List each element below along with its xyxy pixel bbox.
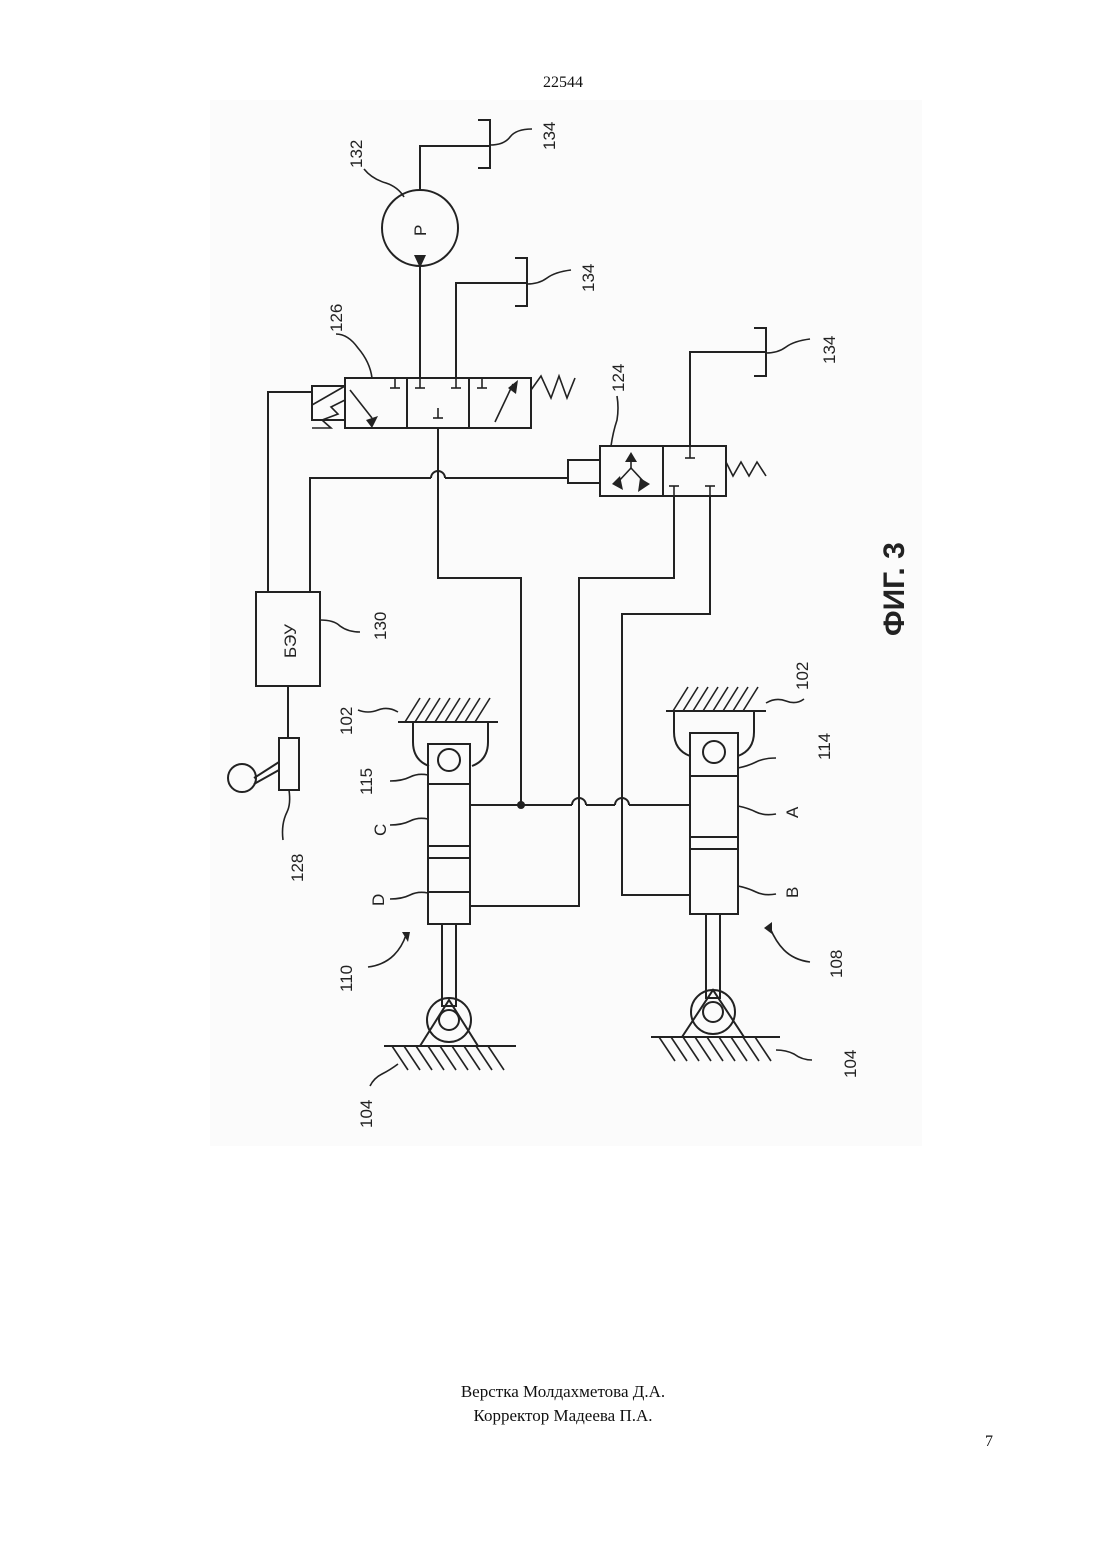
- joystick-base: [279, 738, 299, 790]
- label-102-left: 102: [337, 707, 356, 735]
- label-108: 108: [827, 950, 846, 978]
- figure-caption: ФИГ. 3: [878, 542, 911, 636]
- label-104-left: 104: [357, 1100, 376, 1128]
- label-chamber-b: B: [783, 887, 802, 898]
- label-102-right: 102: [793, 662, 812, 690]
- control-unit-label: БЭУ: [281, 624, 300, 658]
- label-124: 124: [609, 364, 628, 392]
- layout-credit: Верстка Молдахметова Д.А.: [0, 1380, 1100, 1404]
- cylinder-108-body: [690, 776, 738, 914]
- label-134-mid: 134: [579, 264, 598, 292]
- label-104-right: 104: [841, 1050, 860, 1078]
- label-130: 130: [371, 612, 390, 640]
- cylinder-108-eye: [690, 733, 738, 776]
- corrector-credit: Корректор Мадеева П.А.: [0, 1404, 1100, 1428]
- label-126: 126: [327, 304, 346, 332]
- pump-label: P: [411, 225, 430, 236]
- label-chamber-a: A: [783, 806, 802, 818]
- label-128: 128: [288, 854, 307, 882]
- joystick-knob: [228, 764, 256, 792]
- label-114: 114: [815, 733, 834, 760]
- label-chamber-c: C: [371, 824, 390, 836]
- label-115: 115: [357, 768, 376, 795]
- label-110: 110: [337, 965, 356, 992]
- credits: Верстка Молдахметова Д.А. Корректор Маде…: [0, 1380, 1100, 1428]
- label-132: 132: [347, 140, 366, 168]
- cylinder-110-body: [428, 784, 470, 924]
- label-134-top: 134: [540, 122, 559, 150]
- label-134-right: 134: [820, 336, 839, 364]
- label-chamber-d: D: [369, 894, 388, 906]
- page-number: 7: [985, 1433, 993, 1451]
